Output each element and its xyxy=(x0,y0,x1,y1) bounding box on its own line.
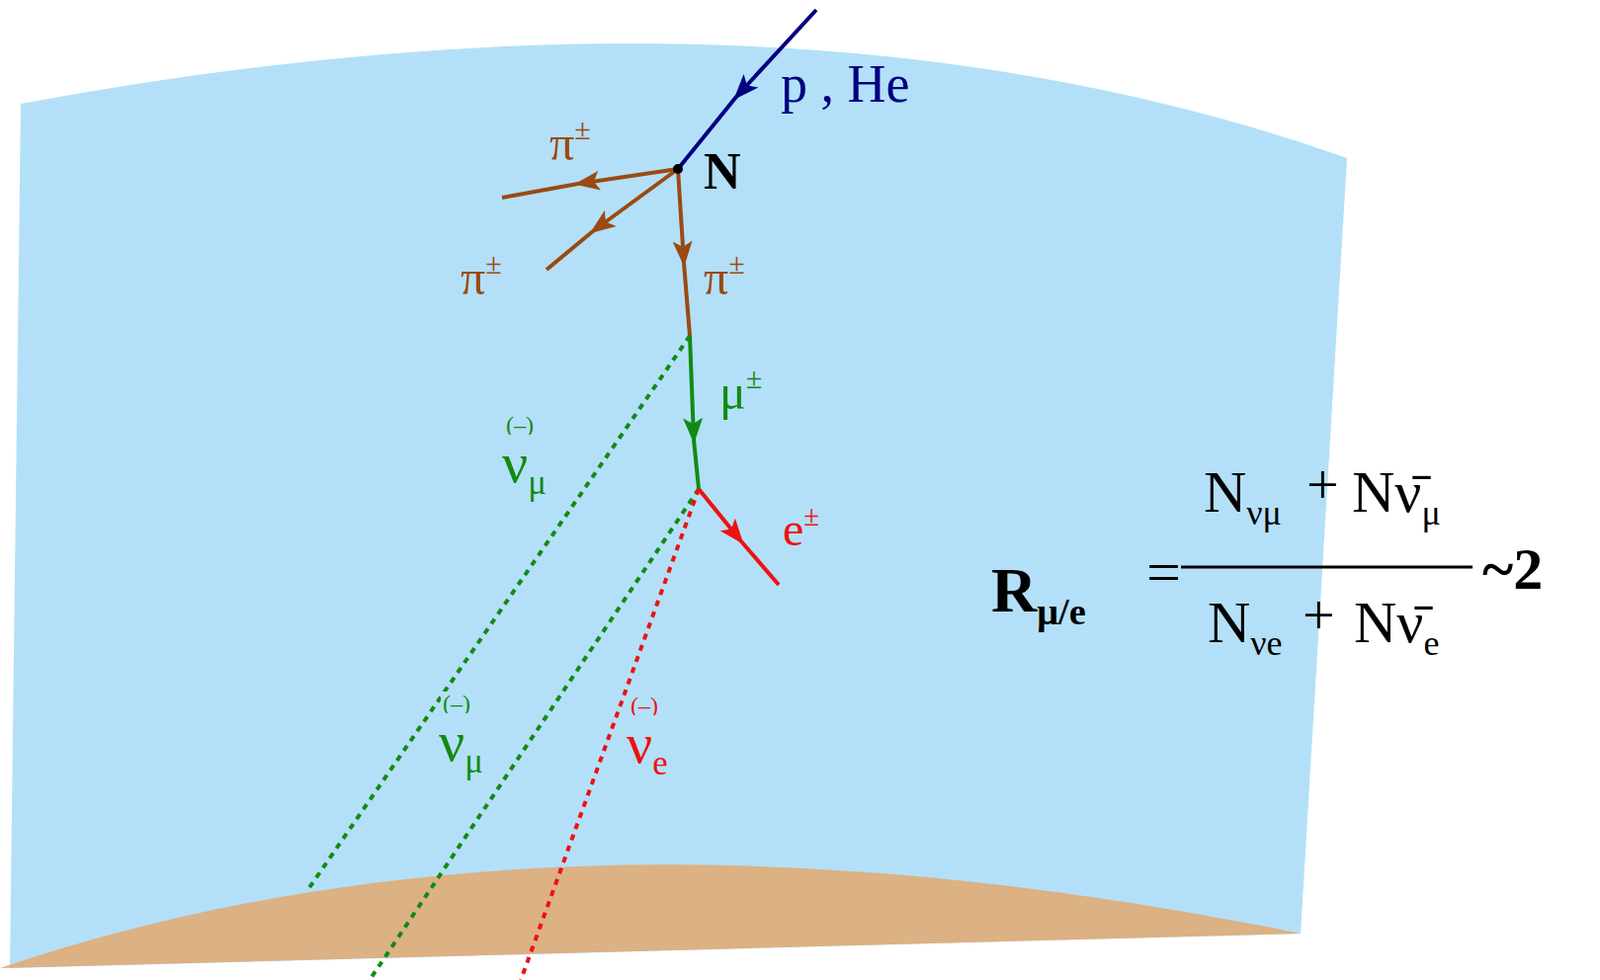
formula-term: Nν̄e xyxy=(1353,592,1439,662)
electron-track xyxy=(741,541,779,586)
equals-sign: = xyxy=(1146,541,1181,603)
approx-value: ~2 xyxy=(1482,539,1543,599)
superscript: ± xyxy=(574,112,590,146)
subscript: μ xyxy=(464,742,484,781)
plus-sign: + xyxy=(1306,456,1340,514)
subscript: e xyxy=(1423,623,1439,664)
neutrino-label: νe xyxy=(624,715,671,782)
neutrino-track xyxy=(520,489,699,980)
atmosphere xyxy=(9,43,1348,969)
muon-label: μ± xyxy=(719,363,762,418)
pion-track xyxy=(502,183,579,198)
pion-track xyxy=(683,262,690,337)
subscript: μ xyxy=(527,463,547,503)
earth-ground xyxy=(0,864,1301,969)
pion-track xyxy=(592,168,678,232)
subscript: μ xyxy=(1421,493,1440,533)
electron-label: e± xyxy=(782,502,820,554)
muon-track xyxy=(693,439,699,490)
subscript: νμ xyxy=(1246,493,1282,533)
pion-track xyxy=(677,168,684,263)
neutrino-label: νμ xyxy=(436,713,486,780)
bar-option-mark: (–) xyxy=(628,693,661,718)
electron-track xyxy=(698,489,742,542)
superscript: ± xyxy=(485,247,502,280)
interaction-point xyxy=(673,164,683,174)
muon-track xyxy=(689,336,694,440)
subscript: μ/e xyxy=(1036,590,1086,633)
subscript: e xyxy=(652,744,668,783)
pion-label: π± xyxy=(703,249,746,303)
pion-label: π± xyxy=(549,114,591,169)
bar-option-mark: (–) xyxy=(440,691,473,716)
ratio-symbol: Rμ/e xyxy=(991,559,1087,632)
superscript: ± xyxy=(728,247,745,280)
pion-track xyxy=(546,231,593,270)
superscript: ± xyxy=(746,361,762,395)
formula-term: Nνμ xyxy=(1203,462,1282,531)
superscript: ± xyxy=(803,500,820,532)
fraction-bar xyxy=(1180,566,1473,570)
neutrino-track xyxy=(308,336,690,890)
neutrino-label: νμ xyxy=(500,434,549,502)
formula-term: Nνe xyxy=(1207,592,1283,662)
formula-term: Nν̄μ xyxy=(1351,462,1441,531)
plus-sign: + xyxy=(1302,587,1336,645)
pion-label: π± xyxy=(460,249,503,303)
neutrino-track xyxy=(369,489,699,980)
bar-option-mark: (–) xyxy=(504,413,536,437)
particle-label: p , He xyxy=(780,57,910,111)
particle-tracks xyxy=(308,9,1473,980)
nucleus-label: N xyxy=(703,146,742,198)
subscript: νe xyxy=(1250,623,1282,664)
